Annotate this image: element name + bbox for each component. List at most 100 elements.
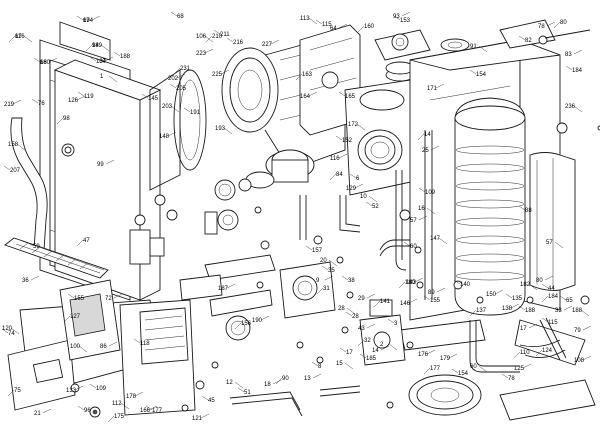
callout-leader — [541, 317, 549, 323]
callout-number: 165 — [345, 94, 356, 100]
callout-number: 227 — [262, 42, 273, 48]
callout-number: 124 — [542, 348, 553, 354]
callout-leader — [89, 56, 97, 62]
callout-number: 44 — [548, 286, 555, 292]
callout-leader — [104, 56, 114, 62]
callout-number: 60 — [410, 244, 417, 250]
callout-leader — [366, 323, 376, 329]
callout-number: 90 — [282, 376, 289, 382]
callout-leader — [513, 351, 521, 359]
callout-number: 133 — [66, 388, 77, 394]
callout-leader — [398, 281, 406, 289]
callout-leader — [346, 307, 356, 315]
callout-number: 99 — [97, 162, 104, 168]
callout-leader — [1, 328, 9, 334]
callout-number: 207 — [10, 168, 21, 174]
callout-leader — [234, 381, 244, 389]
callout-number: 193 — [215, 126, 226, 132]
callout-number: 134 — [96, 59, 107, 65]
callout-leader — [582, 325, 592, 331]
callout-leader — [308, 91, 318, 97]
callout-leader — [48, 57, 58, 63]
callout-number: 32 — [364, 338, 371, 344]
callout-leader — [272, 379, 282, 385]
callout-number: 78 — [538, 24, 545, 30]
callout-number: 89 — [428, 290, 435, 296]
callout-leader — [170, 11, 178, 17]
callout-number: 157 — [312, 248, 323, 254]
callout-number: 52 — [372, 204, 379, 210]
callout-leader — [26, 241, 34, 247]
callout-number: 57 — [546, 240, 553, 246]
callout-leader — [270, 39, 280, 45]
pipes-bottom — [229, 195, 567, 417]
callout-leader — [312, 373, 322, 379]
callout-number: 126 — [68, 98, 79, 104]
callout-leader — [401, 11, 411, 17]
callout-leader — [145, 405, 153, 411]
callout-leaders — [1, 11, 592, 423]
callout-leader — [573, 105, 583, 113]
callout-number: 143 — [406, 280, 417, 286]
callout-number: 93 — [393, 14, 400, 20]
callout-number: 153 — [400, 18, 411, 24]
callout-leader — [305, 245, 313, 251]
callout-number: 94 — [92, 43, 99, 49]
callout-leader — [85, 44, 93, 52]
callout-number: 60 — [470, 364, 477, 370]
callout-number: 150 — [486, 292, 497, 298]
callout-leader — [426, 349, 436, 355]
callout-leader — [213, 29, 221, 35]
callout-leader — [580, 309, 590, 317]
callout-number: 236 — [565, 104, 576, 110]
callout-leader — [365, 201, 373, 207]
gas-valve — [359, 299, 406, 366]
callout-number: 82 — [525, 38, 532, 44]
callout-leader — [234, 322, 242, 330]
callout-number: 203 — [162, 104, 173, 110]
callout-leader — [77, 405, 85, 411]
callout-number: 12 — [226, 380, 233, 386]
callout-leader — [33, 57, 41, 63]
callout-leader — [387, 318, 395, 324]
callout-number: 72 — [105, 296, 112, 302]
callout-number: 182 — [520, 282, 531, 288]
callout-number: 184 — [548, 294, 559, 300]
callout-number: 166 — [140, 408, 151, 414]
callout-leader — [260, 315, 270, 321]
callout-number: 205 — [176, 86, 187, 92]
callout-leader — [451, 368, 459, 374]
callout-leader — [541, 295, 549, 303]
callout-number: 15 — [336, 361, 343, 367]
callout-number: 152 — [342, 138, 353, 144]
callout-leader — [141, 93, 149, 99]
callout-number: 109 — [425, 190, 436, 196]
callout-leader — [237, 387, 245, 393]
callout-number: 3 — [394, 321, 398, 327]
callout-number: 80 — [536, 278, 543, 284]
callout-number: 180 — [40, 60, 51, 66]
callout-leader — [12, 99, 22, 105]
callout-leader — [573, 49, 583, 55]
callout-number: 66 — [40, 60, 47, 66]
callout-number: 28 — [338, 306, 345, 312]
callout-leader — [42, 408, 52, 414]
callout-leader — [76, 95, 86, 101]
callout-leader — [167, 131, 177, 137]
callout-number: 96 — [84, 408, 91, 414]
callout-leader — [226, 283, 236, 289]
callout-number: 177 — [430, 366, 441, 372]
callout-leader — [204, 48, 214, 54]
callout-number: 98 — [63, 116, 70, 122]
callout-number: 74 — [8, 331, 15, 337]
callout-number: 1 — [100, 74, 104, 80]
callout-leader — [559, 295, 567, 301]
callout-number: 180 — [405, 280, 416, 286]
callout-leader — [510, 303, 520, 309]
callout-number: 78 — [508, 376, 515, 382]
callout-number: 67 — [15, 34, 22, 40]
callout-leader — [418, 187, 426, 193]
callout-number: 202 — [168, 76, 179, 82]
callout-leader — [357, 25, 365, 33]
